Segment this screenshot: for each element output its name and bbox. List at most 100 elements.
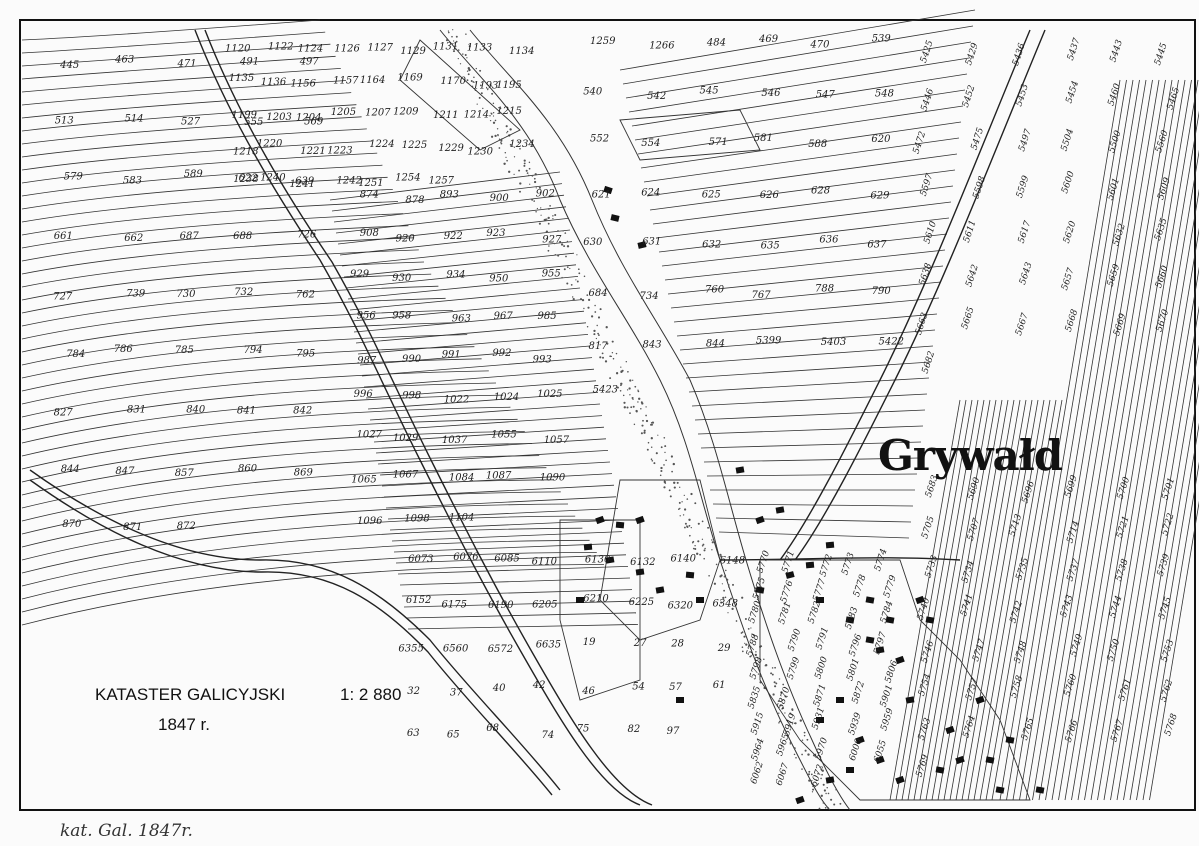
stream-dot <box>590 315 594 318</box>
field-strip <box>652 185 954 225</box>
stream-dot <box>462 53 464 55</box>
stream-dot <box>548 245 550 247</box>
field-strip <box>985 399 1057 801</box>
stream-dot <box>583 275 586 278</box>
parcel-number: 760 <box>705 285 725 296</box>
parcel-number: 996 <box>354 389 374 400</box>
parcel-number: 469 <box>758 34 779 45</box>
road-east-2 <box>794 29 1046 561</box>
stream-dot <box>690 492 693 496</box>
stream-dot <box>597 316 601 319</box>
stream-dot <box>646 448 649 451</box>
parcel-number: 583 <box>123 175 142 186</box>
stream-dot <box>478 96 481 99</box>
stream-dot <box>679 507 681 510</box>
stream-dot <box>779 704 782 707</box>
parcel-number: 37 <box>450 688 463 699</box>
stream-dot <box>633 423 636 426</box>
field-strip <box>670 281 942 309</box>
stream-dot <box>554 213 557 217</box>
parcel-number: 727 <box>53 292 73 303</box>
legend-scale: 1: 2 880 <box>340 685 401 704</box>
parcel-number: 463 <box>114 55 134 66</box>
field-strip <box>397 566 629 575</box>
field-strip <box>21 55 336 80</box>
parcel-number: 730 <box>176 289 196 300</box>
stream-dot <box>576 280 579 283</box>
stream-dot <box>823 789 827 792</box>
stream-dot <box>822 802 825 804</box>
stream-dot <box>820 777 822 780</box>
field-strip <box>21 297 446 340</box>
stream-dot <box>638 397 641 400</box>
stream-dot <box>692 540 695 543</box>
field-strip <box>1103 227 1199 801</box>
parcel-number: 1136 <box>261 77 287 88</box>
parcel-number: 1204 <box>296 113 321 124</box>
stream-dot <box>721 583 724 585</box>
parcel-number: 42 <box>532 680 546 691</box>
parcel-number: 1057 <box>544 435 570 446</box>
parcel-number: 874 <box>360 189 379 200</box>
stream-dot <box>812 785 814 788</box>
stream-dot <box>703 557 705 560</box>
stream-dot <box>679 486 681 488</box>
stream-dot <box>817 772 819 775</box>
parcel-number: 878 <box>405 195 424 206</box>
parcel-number: 513 <box>55 115 74 126</box>
stream-dot <box>751 633 753 635</box>
parcel-number: 637 <box>867 239 887 250</box>
parcel-number: 900 <box>490 193 510 204</box>
stream-dot <box>547 207 550 210</box>
stream-dot <box>825 792 827 795</box>
stream-dot <box>697 540 700 543</box>
parcel-number: 991 <box>442 350 461 361</box>
parcel-number: 571 <box>709 137 728 148</box>
parcel-number: 6320 <box>668 600 694 611</box>
field-strip <box>712 503 914 507</box>
building <box>816 597 824 603</box>
parcel-number: 1224 <box>369 139 394 150</box>
stream-dot <box>629 394 631 396</box>
parcel-number: 6225 <box>629 597 654 608</box>
parcel-number: 963 <box>452 314 471 325</box>
stream-dot <box>793 753 796 756</box>
stream-dot <box>812 788 815 791</box>
parcel-number: 927 <box>542 234 562 245</box>
stream-dot <box>707 526 710 529</box>
parcel-number: 6073 <box>408 554 433 565</box>
field-strip <box>21 418 518 470</box>
stream-dot <box>777 700 780 702</box>
field-strip <box>329 171 561 201</box>
building <box>795 795 805 805</box>
parcel-number: 1065 <box>351 475 376 486</box>
field-strip <box>21 273 432 314</box>
field-strip <box>377 450 609 465</box>
parcel-number: 998 <box>402 390 421 401</box>
field-strip <box>907 399 979 801</box>
stream-dot <box>703 549 706 552</box>
stream-dot <box>465 33 467 35</box>
parcel-number: 1133 <box>467 42 492 53</box>
field-strip <box>901 399 973 801</box>
stream-dot <box>487 88 489 91</box>
field-strip <box>21 249 419 288</box>
field-strip <box>1136 422 1199 801</box>
parcel-number: 817 <box>589 341 609 352</box>
building <box>1005 736 1015 744</box>
stream-dot <box>566 245 570 248</box>
field-strip <box>345 264 577 289</box>
stream-dot <box>601 352 604 355</box>
field-strip <box>631 73 968 127</box>
field-strip <box>979 399 1051 801</box>
parcel-number: 581 <box>754 133 773 144</box>
field-strip <box>21 527 583 587</box>
stream-dot <box>629 379 632 382</box>
field-strip <box>21 503 569 561</box>
stream-dot <box>599 356 602 359</box>
stream-dot <box>492 121 496 124</box>
parcel-number: 786 <box>114 344 134 355</box>
stream-dot <box>819 766 821 768</box>
